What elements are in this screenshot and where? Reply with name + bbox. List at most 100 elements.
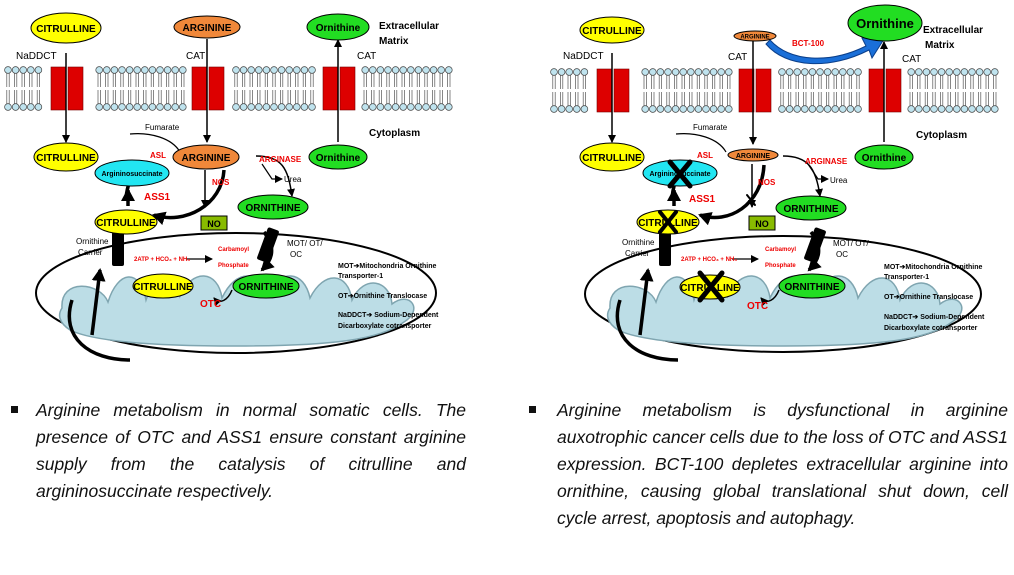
lipid-tail [150, 90, 154, 104]
lipid-tail [689, 75, 693, 89]
lipid-tail [234, 73, 238, 87]
lipid-tail [409, 90, 413, 104]
right-panel-cancer-cell: CITRULLINE ARGININE Ornithine CITRULLINE… [550, 4, 999, 362]
lipid-head [103, 66, 111, 74]
lipid-head [801, 105, 809, 113]
lipid-tail [560, 75, 564, 89]
lipid-tail [575, 92, 579, 106]
lipid-head [679, 105, 687, 113]
lipid-tail [833, 75, 837, 89]
lipid-tail [302, 90, 306, 104]
lipid-head [945, 68, 953, 76]
citrulline-mito: CITRULLINE [133, 282, 193, 293]
otc-arrow [213, 289, 233, 306]
lipid-head [384, 103, 392, 111]
transport-channel [339, 66, 356, 111]
lipid-tail [242, 90, 246, 104]
lipid-tail [166, 73, 170, 87]
lipid-head [95, 103, 103, 111]
lipid-tail [810, 92, 814, 106]
lipid-tail [401, 90, 405, 104]
lipid-tail [386, 73, 390, 87]
ass1-loss-x-icon [667, 159, 693, 189]
lipid-tail [150, 73, 154, 87]
urea-label: Urea [830, 176, 848, 185]
asl-label: ASL [697, 151, 713, 160]
fumarate-label: Fumarate [693, 123, 728, 132]
lipid-tail [181, 73, 185, 87]
mot-label-2: OC [290, 250, 302, 259]
lipid-tail [424, 73, 428, 87]
lipid-head [255, 66, 263, 74]
legend-naddct-2: Dicarboxylate cotransporter [884, 325, 978, 332]
lipid-head [308, 66, 316, 74]
lipid-head [717, 105, 725, 113]
lipid-tail [970, 75, 974, 89]
lipid-tail [658, 75, 662, 89]
lipid-tail [295, 90, 299, 104]
arginine-extracellular: ARGININE [183, 23, 232, 34]
lipid-head [960, 68, 969, 76]
lipid-head [808, 68, 817, 76]
lipid-head [778, 68, 786, 76]
fumarate-arc [675, 133, 727, 153]
lipid-head [125, 66, 134, 74]
lipid-head [671, 68, 680, 76]
lipid-head [429, 66, 438, 74]
lipid-tail [985, 75, 989, 89]
extracellular-label: Extracellular [923, 25, 983, 36]
lipid-tail [272, 73, 276, 87]
lipid-head [793, 68, 801, 76]
lipid-tail [112, 73, 116, 87]
lipid-head [664, 105, 672, 113]
lipid-head [983, 105, 991, 113]
lipid-tail [651, 75, 655, 89]
lipid-head [11, 103, 20, 111]
lipid-tail [917, 75, 921, 89]
arginase-label: ARGINASE [805, 157, 848, 166]
lipid-tail [909, 75, 913, 89]
cytoplasm-label: Cytoplasm [916, 130, 967, 141]
lipid-head [702, 68, 710, 76]
lipid-tail [810, 75, 814, 89]
lipid-tail [378, 73, 382, 87]
lipid-head [937, 105, 946, 113]
ornithine-carrier-label-1: Ornithine [622, 238, 655, 247]
lipid-head [34, 103, 43, 111]
lipid-tail [712, 92, 716, 106]
no-box [200, 215, 228, 231]
lipid-head [968, 68, 976, 76]
ornithine-mito: ORNITHINE [785, 282, 840, 293]
lipid-tail [826, 92, 830, 106]
caption-left: Arginine metabolism in normal somatic ce… [36, 400, 466, 501]
lipid-head [384, 66, 392, 74]
bullet-left [11, 406, 18, 413]
no-box [748, 215, 776, 231]
lipid-tail [143, 73, 147, 87]
lipid-tail [363, 90, 367, 104]
lipid-head [171, 66, 179, 74]
lipid-head [308, 103, 316, 111]
lipid-head [27, 66, 35, 74]
ornithine-extracellular: Ornithine [316, 23, 361, 34]
lipid-head [262, 103, 271, 111]
carbamoyl-label-1: Carbamoyl [218, 247, 249, 253]
carbamoyl-label-1: Carbamoyl [765, 247, 796, 253]
lipid-head [156, 66, 164, 74]
lipid-head [664, 68, 672, 76]
lipid-tail [97, 90, 101, 104]
citrulline-cytoplasm: CITRULLINE [582, 153, 642, 164]
lipid-head [953, 68, 961, 76]
lipid-head [915, 105, 923, 113]
cytoplasm-label: Cytoplasm [369, 128, 420, 139]
lipid-tail [917, 92, 921, 106]
lipid-head [148, 66, 157, 74]
legend-ot: OT➔Ornithine Translocase [338, 293, 427, 300]
lipid-head [694, 68, 703, 76]
lipid-head [110, 103, 119, 111]
lipid-tail [394, 90, 398, 104]
lipid-head [687, 68, 695, 76]
citrulline-to-arginine-arrow [698, 164, 766, 226]
lipid-head [725, 105, 733, 113]
